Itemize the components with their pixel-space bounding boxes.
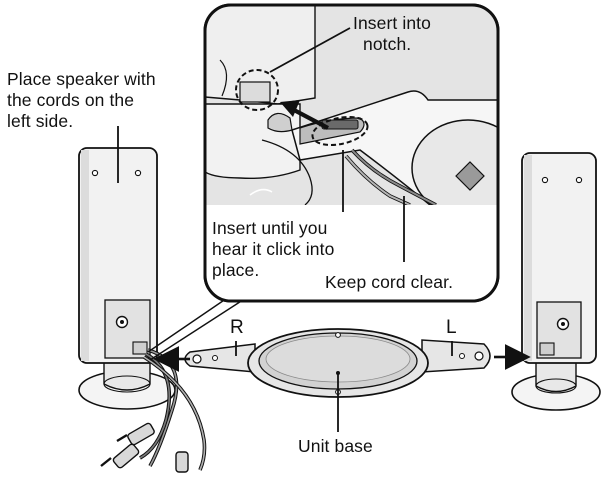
direction-arrows bbox=[153, 344, 531, 372]
callout-connectors bbox=[147, 291, 247, 361]
detail-callout bbox=[203, 3, 500, 303]
insert-notch-line-2: notch. bbox=[363, 34, 412, 54]
insert-arrow bbox=[293, 108, 329, 130]
cord-plug-3 bbox=[175, 451, 189, 473]
unit-base bbox=[184, 328, 491, 432]
click-highlight bbox=[311, 116, 369, 146]
right-marker-label: R bbox=[228, 317, 246, 338]
insert-click-label: Insert until you hear it click into plac… bbox=[212, 218, 334, 281]
insert-click-line-2: hear it click into bbox=[212, 239, 335, 259]
right-speaker bbox=[511, 152, 601, 411]
insert-click-line-3: place. bbox=[212, 260, 260, 280]
unit-base-left-arm bbox=[421, 339, 491, 373]
place-speaker-line-2: the cords on the bbox=[7, 90, 135, 110]
left-speaker-stand-neck bbox=[103, 359, 151, 391]
unit-base-label: Unit base bbox=[298, 436, 373, 456]
cord-plug-2 bbox=[100, 443, 140, 469]
insert-notch-label: Insert into notch. bbox=[353, 13, 431, 55]
place-speaker-line-1: Place speaker with bbox=[7, 69, 156, 89]
place-speaker-line-3: left side. bbox=[7, 111, 74, 131]
unit-base-right-arm bbox=[184, 343, 256, 373]
right-speaker-stand-neck bbox=[535, 361, 577, 393]
insert-click-line-1: Insert until you bbox=[212, 218, 328, 238]
keep-cord-clear-label: Keep cord clear. bbox=[325, 272, 454, 292]
left-speaker-screw-top-right bbox=[134, 169, 142, 177]
right-speaker-back-plate bbox=[536, 301, 582, 359]
notch-highlight bbox=[235, 69, 279, 111]
notch-leader bbox=[269, 27, 351, 73]
left-speaker-screw-top-left bbox=[91, 169, 99, 177]
left-speaker bbox=[78, 126, 176, 410]
left-marker-label: L bbox=[444, 317, 459, 338]
insert-notch-line-1: Insert into bbox=[353, 13, 431, 33]
cord-plug-1 bbox=[116, 422, 155, 446]
place-speaker-label: Place speaker with the cords on the left… bbox=[7, 69, 156, 132]
